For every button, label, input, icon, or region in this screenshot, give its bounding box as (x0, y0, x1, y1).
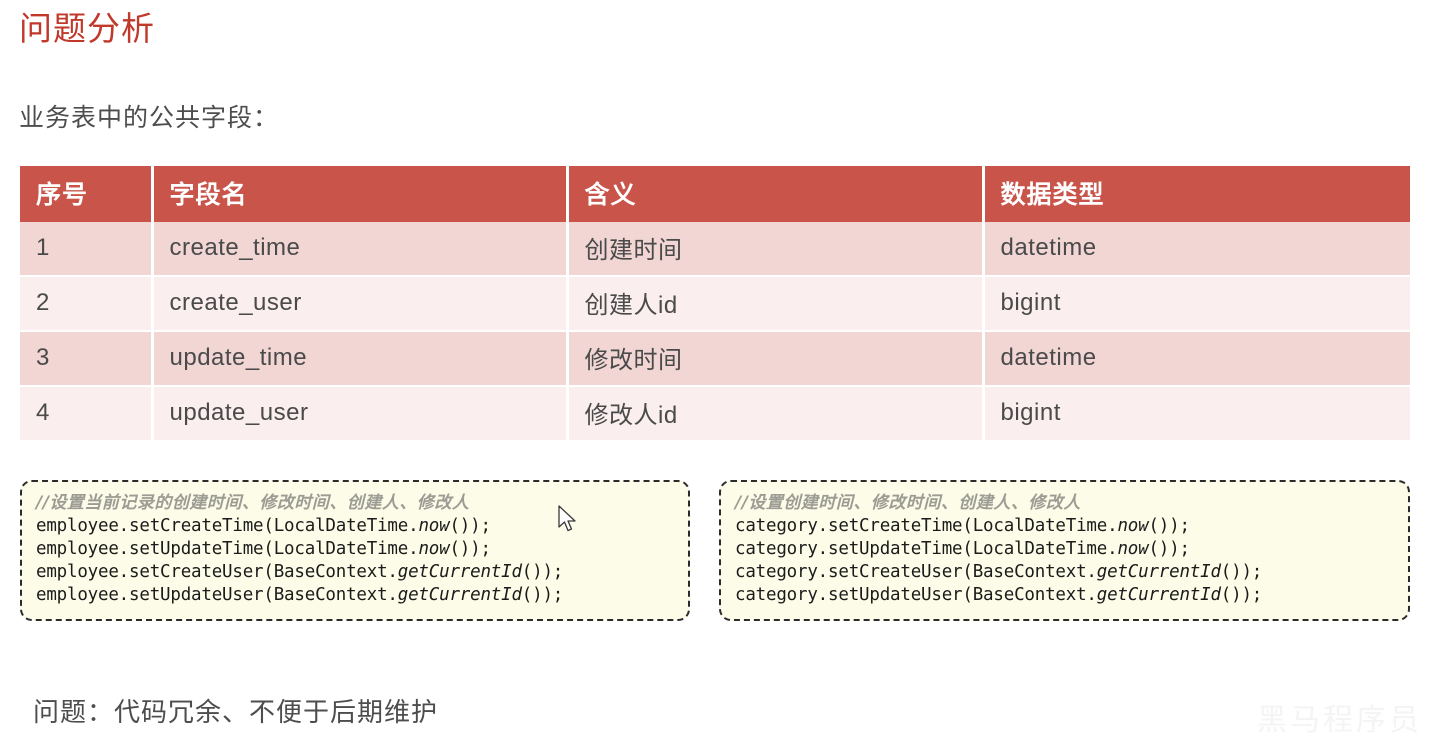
cell-type: bigint (983, 386, 1410, 440)
cell-type: datetime (983, 331, 1410, 387)
table-row: 4 update_user 修改人id bigint (20, 386, 1410, 440)
code-text: employee.setUpdateUser(BaseContext. (36, 585, 398, 605)
table-row: 3 update_time 修改时间 datetime (20, 331, 1410, 387)
cell-seq: 4 (20, 386, 154, 440)
cell-field: update_user (152, 386, 569, 440)
code-text: ()); (1220, 562, 1263, 582)
code-method-name: getCurrentId (1096, 585, 1221, 605)
code-line: category.setCreateTime(LocalDateTime.now… (735, 515, 1394, 538)
code-line: category.setUpdateTime(LocalDateTime.now… (735, 538, 1394, 561)
code-method-name: getCurrentId (1096, 562, 1221, 582)
code-line: employee.setUpdateTime(LocalDateTime.now… (36, 538, 674, 561)
code-line: category.setUpdateUser(BaseContext.getCu… (735, 584, 1394, 607)
code-line: employee.setCreateTime(LocalDateTime.now… (36, 515, 674, 538)
cell-meaning: 创建人id (567, 276, 985, 332)
table-header-row: 序号 字段名 含义 数据类型 (20, 166, 1410, 222)
common-fields-table: 序号 字段名 含义 数据类型 1 create_time 创建时间 dateti… (20, 166, 1410, 440)
column-header-field: 字段名 (152, 166, 569, 222)
code-text: ()); (521, 585, 564, 605)
table-header: 序号 字段名 含义 数据类型 (20, 166, 1410, 222)
code-text: category.setUpdateTime(LocalDateTime. (735, 539, 1118, 559)
code-text: employee.setCreateUser(BaseContext. (36, 562, 398, 582)
watermark: 黑马程序员 (1257, 704, 1422, 737)
cell-type: bigint (983, 276, 1410, 332)
code-comment: //设置当前记录的创建时间、修改时间、创建人、修改人 (36, 493, 470, 513)
code-text: ()); (1148, 539, 1190, 559)
code-blocks-container: //设置当前记录的创建时间、修改时间、创建人、修改人 employee.setC… (20, 480, 1410, 621)
cell-seq: 2 (20, 276, 154, 332)
code-method-name: getCurrentId (397, 585, 522, 605)
code-text: ()); (449, 539, 491, 559)
cell-meaning: 创建时间 (567, 222, 985, 277)
cell-meaning: 修改时间 (567, 331, 985, 387)
code-text: employee.setCreateTime(LocalDateTime. (36, 516, 419, 536)
code-text: employee.setUpdateTime(LocalDateTime. (36, 539, 419, 559)
cell-field: create_user (152, 276, 569, 332)
cell-type: datetime (983, 222, 1410, 277)
code-line: employee.setUpdateUser(BaseContext.getCu… (36, 584, 674, 607)
code-text: ()); (1148, 516, 1190, 536)
code-method-name: now (1117, 516, 1149, 536)
section-subtitle: 业务表中的公共字段： (19, 104, 280, 132)
cell-meaning: 修改人id (567, 386, 985, 440)
column-header-meaning: 含义 (567, 166, 985, 222)
code-method-name: now (418, 516, 450, 536)
table-row: 1 create_time 创建时间 datetime (20, 222, 1410, 277)
table-row: 2 create_user 创建人id bigint (20, 276, 1410, 332)
code-method-name: now (1117, 539, 1149, 559)
page-title: 问题分析 (19, 10, 155, 47)
code-block-category: //设置创建时间、修改时间、创建人、修改人 category.setCreate… (719, 480, 1410, 621)
code-block-employee: //设置当前记录的创建时间、修改时间、创建人、修改人 employee.setC… (20, 480, 690, 621)
code-text: ()); (449, 516, 491, 536)
code-text: category.setCreateUser(BaseContext. (735, 562, 1097, 582)
code-comment: //设置创建时间、修改时间、创建人、修改人 (735, 493, 1081, 513)
code-line: employee.setCreateUser(BaseContext.getCu… (36, 561, 674, 584)
cell-field: create_time (152, 222, 569, 277)
code-text: ()); (1220, 585, 1263, 605)
conclusion-text: 问题：代码冗余、不便于后期维护 (33, 697, 439, 727)
code-method-name: now (418, 539, 450, 559)
cell-field: update_time (152, 331, 569, 387)
code-text: category.setUpdateUser(BaseContext. (735, 585, 1097, 605)
cell-seq: 3 (20, 331, 154, 387)
column-header-seq: 序号 (20, 166, 154, 222)
code-text: ()); (521, 562, 564, 582)
code-text: category.setCreateTime(LocalDateTime. (735, 516, 1118, 536)
column-header-type: 数据类型 (983, 166, 1410, 222)
cell-seq: 1 (20, 222, 154, 277)
code-method-name: getCurrentId (397, 562, 522, 582)
code-line: category.setCreateUser(BaseContext.getCu… (735, 561, 1394, 584)
table-body: 1 create_time 创建时间 datetime 2 create_use… (20, 222, 1410, 440)
